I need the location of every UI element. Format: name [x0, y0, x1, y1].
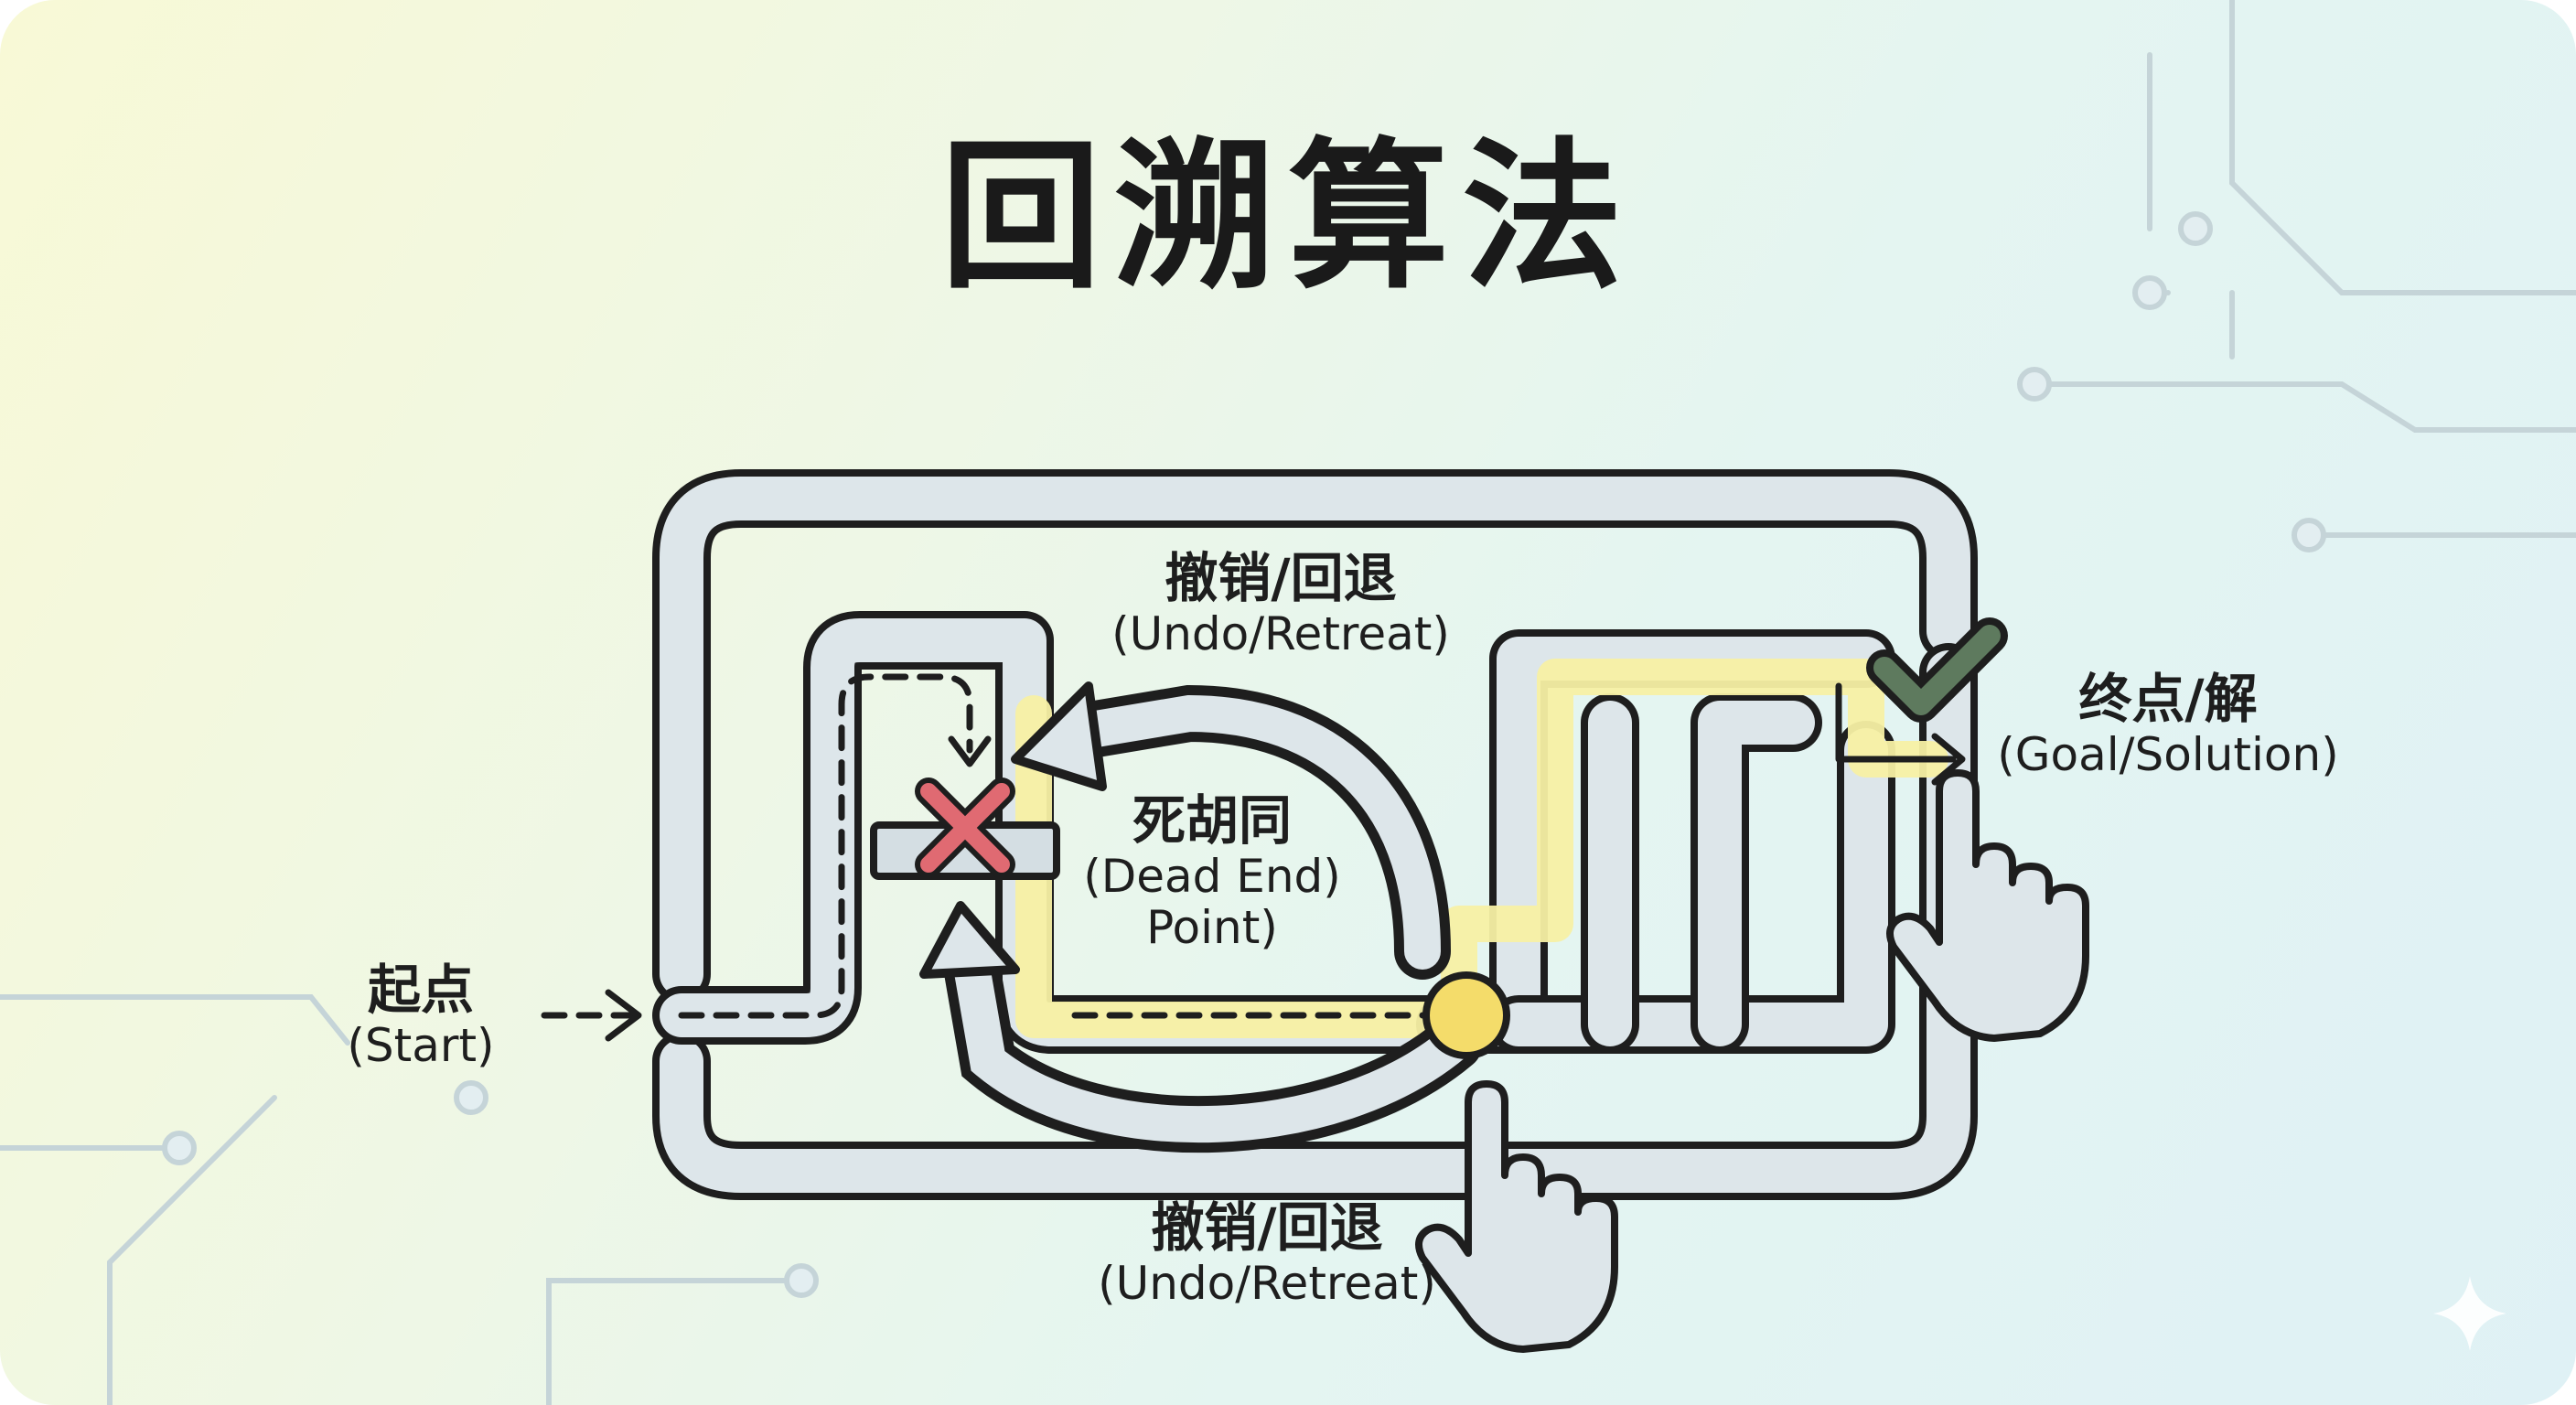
label-undo-top: 撤销/回退 (Undo/Retreat)	[1079, 549, 1482, 660]
bottom-corridor	[652, 643, 1978, 1200]
check-icon	[1866, 617, 2008, 723]
label-undo-top-zh: 撤销/回退	[1165, 547, 1397, 609]
label-goal: 终点/解 (Goal/Solution)	[1976, 670, 2360, 780]
dashed-paths	[541, 673, 1431, 1019]
label-goal-en: (Goal/Solution)	[1997, 727, 2339, 781]
sparkle-icon	[2433, 1276, 2506, 1351]
undo-arrow-bottom	[919, 901, 1483, 1153]
label-goal-zh: 终点/解	[2078, 668, 2258, 730]
label-undo-top-en: (Undo/Retreat)	[1111, 606, 1450, 660]
outer-corridor	[652, 469, 1978, 1003]
dashed-arrowheads	[605, 735, 992, 1042]
label-start-zh: 起点	[367, 959, 474, 1021]
label-dead-end-zh: 死胡同	[1132, 789, 1292, 852]
undo-arrow-top	[1011, 681, 1451, 980]
label-start: 起点 (Start)	[316, 960, 526, 1071]
label-dead-end-en: (Dead End)	[1083, 849, 1341, 903]
label-dead-end: 死胡同 (Dead End) Point)	[1061, 791, 1363, 953]
cross-icon	[915, 778, 1015, 878]
inner-right-corridor	[1416, 629, 1895, 1054]
label-undo-bottom-en: (Undo/Retreat)	[1098, 1256, 1436, 1310]
junction-circle	[1422, 971, 1510, 1059]
label-undo-bottom-zh: 撤销/回退	[1151, 1196, 1383, 1259]
label-undo-bottom: 撤销/回退 (Undo/Retreat)	[1066, 1198, 1468, 1309]
page-title: 回溯算法	[939, 123, 1636, 311]
pointing-hand-icon	[1415, 1080, 1618, 1353]
label-dead-end-en2: Point)	[1146, 900, 1278, 954]
pointing-hand-icon	[1886, 769, 2089, 1042]
solution-path	[1015, 659, 1948, 1038]
label-start-en: (Start)	[347, 1018, 495, 1072]
